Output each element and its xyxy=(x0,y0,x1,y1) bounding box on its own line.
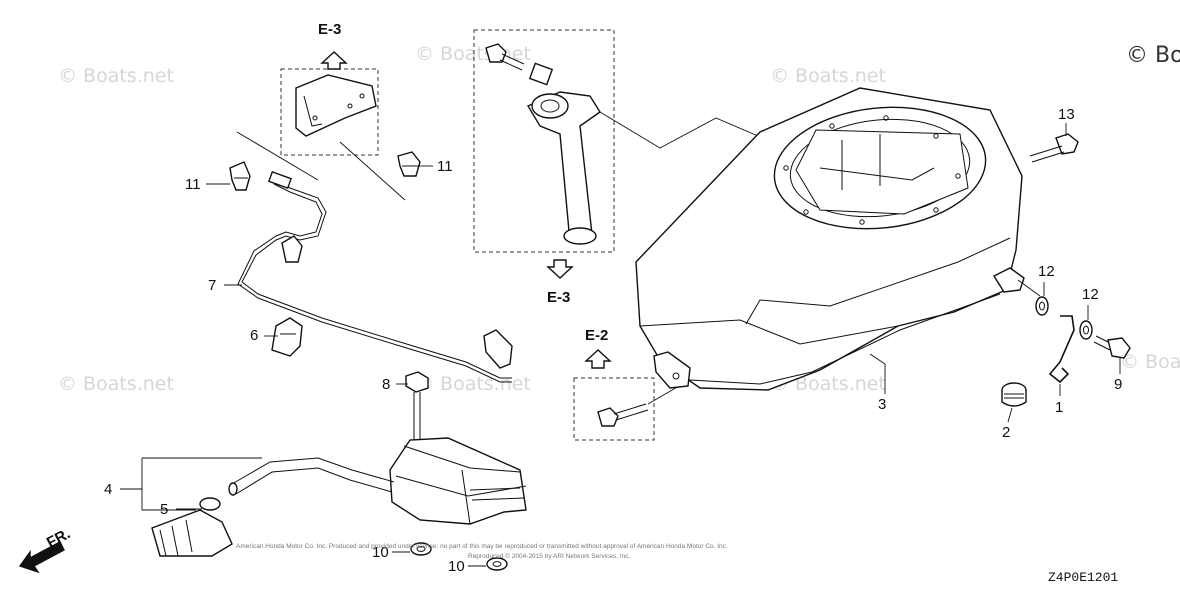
clip-part-11-left xyxy=(229,161,251,191)
bracket-hole xyxy=(347,103,353,109)
callout-12-left: 12 xyxy=(1038,263,1055,280)
ignition-coil-part-4 xyxy=(228,437,527,525)
leader-line xyxy=(339,141,406,201)
ref-e2: E-2 xyxy=(585,327,608,344)
watermark: © Boats.net xyxy=(770,65,886,87)
callout-9: 9 xyxy=(1114,376,1122,393)
bracket-hole xyxy=(312,115,318,121)
watermark: © Boats.net xyxy=(58,65,174,87)
watermark: © Boats.net xyxy=(415,43,531,65)
clamp-part-6 xyxy=(271,317,303,357)
callout-11-left: 11 xyxy=(185,176,201,193)
watermark: © Boats.net xyxy=(415,373,531,395)
copyright-fine-print: Reproduced © 2004-2015 by ARI Network Se… xyxy=(468,552,631,560)
pipe-detail-group: E-3 xyxy=(473,29,759,306)
leader-line xyxy=(120,457,262,511)
callout-10-lower: 10 xyxy=(448,558,465,575)
bracket-hole xyxy=(359,93,365,99)
callout-5: 5 xyxy=(160,501,168,518)
leader-line xyxy=(869,353,886,394)
watermark-corner: © Bo xyxy=(1126,43,1180,68)
callout-8: 8 xyxy=(382,376,390,393)
bracket-plate xyxy=(295,74,377,137)
callout-7: 7 xyxy=(208,277,216,294)
callout-2: 2 xyxy=(1002,424,1010,441)
callout-6: 6 xyxy=(250,327,258,344)
leader-line xyxy=(236,131,319,181)
leader-line xyxy=(599,111,759,149)
ref-e3-top: E-3 xyxy=(318,21,341,38)
detail-box xyxy=(280,68,379,156)
callout-12-right: 12 xyxy=(1082,286,1099,303)
callout-4: 4 xyxy=(104,481,112,498)
wire-harness-part-7 xyxy=(237,170,513,383)
callout-1: 1 xyxy=(1055,399,1063,416)
bracket-edge xyxy=(303,95,323,127)
e2-detail-group: E-2 xyxy=(573,327,687,441)
bolt-part-13 xyxy=(1029,133,1079,163)
grommet-part-2 xyxy=(1001,382,1027,407)
washer-part-12-right xyxy=(1079,320,1093,340)
bracket-detail-group: E-3 xyxy=(236,21,406,201)
bolt-part-8 xyxy=(405,371,429,440)
ref-arrow-up xyxy=(320,51,348,70)
diagram-code: Z4P0E1201 xyxy=(1048,570,1118,585)
callout-3: 3 xyxy=(878,396,886,413)
detail-box xyxy=(473,29,615,253)
washer-part-10-lower xyxy=(486,557,508,571)
washer-part-12-left xyxy=(1035,296,1049,316)
copyright-fine-print: American Honda Motor Co. Inc. Produced a… xyxy=(236,543,728,550)
spring-part-1 xyxy=(1048,315,1075,384)
watermark: © Boats.net xyxy=(58,373,174,395)
callout-13: 13 xyxy=(1058,106,1075,123)
washer-part-10-upper xyxy=(410,542,432,556)
fan-cover-part-3 xyxy=(635,87,1025,391)
ref-e3-mid: E-3 xyxy=(547,289,570,306)
callout-10-upper: 10 xyxy=(372,544,389,561)
spark-plug-cap-part-5 xyxy=(151,497,233,557)
detail-box xyxy=(573,377,655,441)
leader-line xyxy=(1017,279,1041,297)
front-direction-arrow: FR. xyxy=(18,525,73,574)
clip-part-11-right xyxy=(397,151,421,177)
watermark: © Boats.net xyxy=(1120,351,1180,373)
callout-11-right: 11 xyxy=(437,158,453,175)
bolt-part-9 xyxy=(1093,335,1131,359)
leader-line xyxy=(1007,407,1013,423)
